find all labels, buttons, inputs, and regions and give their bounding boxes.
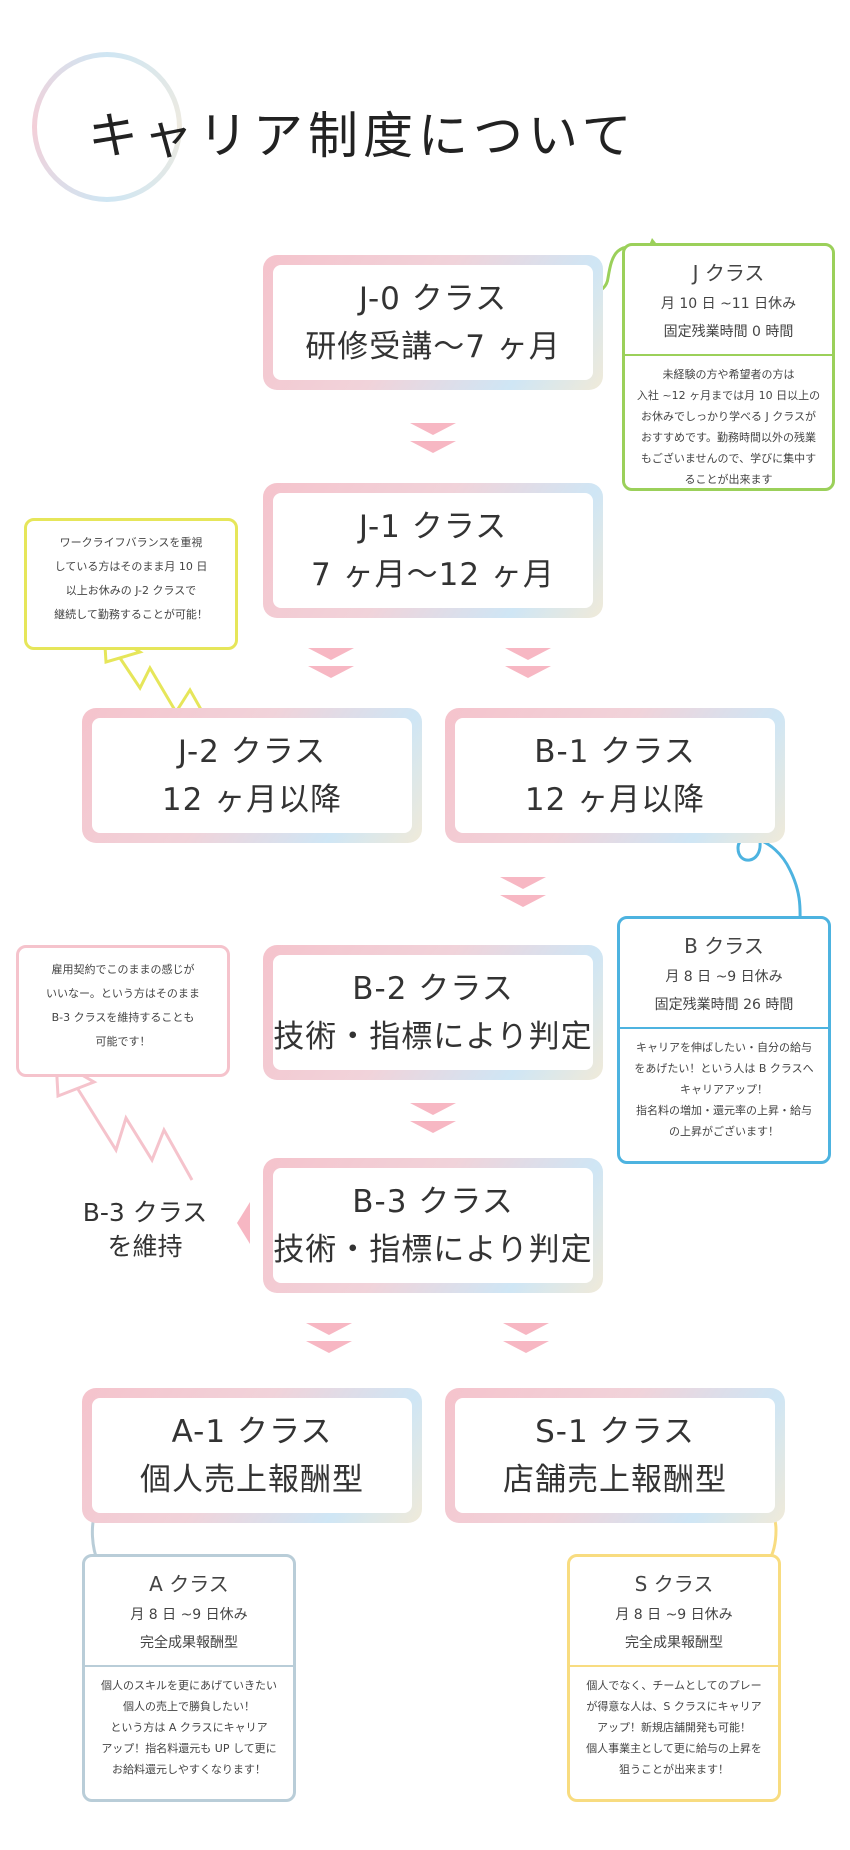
down-arrow-icon <box>306 1323 352 1353</box>
j-class-holidays: 月 10 日 ~11 日休み <box>660 296 797 312</box>
class-j2-period: 12 ヶ月以降 <box>161 781 343 818</box>
s-class-holidays: 月 8 日 ~9 日休み <box>615 1607 733 1623</box>
a-class-pay-type: 完全成果報酬型 <box>140 1635 238 1651</box>
s-class-title: S クラス <box>634 1572 714 1596</box>
b3-keep-label: B-3 クラス を維持 <box>82 1198 208 1261</box>
down-arrow-icon <box>500 877 546 907</box>
class-box-b3: B-3 クラス技術・指標により判定 <box>263 1158 603 1293</box>
class-b2-name: B-2 クラス <box>352 970 514 1007</box>
down-arrow-icon <box>505 648 551 678</box>
j-class-overtime: 固定残業時間 0 時間 <box>663 324 794 340</box>
down-arrow-icon <box>503 1323 549 1353</box>
class-b3-criteria: 技術・指標により判定 <box>273 1231 593 1268</box>
b-class-description: キャリアを伸ばしたい・自分の給与 をあげたい！という人は B クラスへ キャリア… <box>634 1041 814 1138</box>
class-s1-type: 店舗売上報酬型 <box>503 1461 727 1498</box>
detail-box-a-class: A クラス 月 8 日 ~9 日休み 完全成果報酬型 個人のスキルを更にあげてい… <box>82 1554 296 1802</box>
detail-box-j-class: J クラス 月 10 日 ~11 日休み 固定残業時間 0 時間 未経験の方や希… <box>622 243 835 491</box>
class-s1-name: S-1 クラス <box>535 1413 695 1450</box>
class-j2-name: J-2 クラス <box>177 733 327 770</box>
class-j0-period: 研修受講〜7 ヶ月 <box>305 328 561 365</box>
s-class-description: 個人でなく、チームとしてのプレー が得意な人は、S クラスにキャリア アップ！新… <box>586 1679 762 1776</box>
b3-keep-arrow-icon <box>237 1202 250 1244</box>
divider <box>85 1665 293 1667</box>
b-class-title: B クラス <box>684 934 764 958</box>
class-j0-name: J-0 クラス <box>358 280 508 317</box>
title-ring-decoration <box>32 52 182 202</box>
detail-box-b-class: B クラス 月 8 日 ~9 日休み 固定残業時間 26 時間 キャリアを伸ばし… <box>617 916 831 1164</box>
class-a1-type: 個人売上報酬型 <box>140 1461 364 1498</box>
b-class-holidays: 月 8 日 ~9 日休み <box>665 969 783 985</box>
class-box-a1: A-1 クラス個人売上報酬型 <box>82 1388 422 1523</box>
note-j2-option: ワークライフバランスを重視 している方はそのまま月 10 日 以上お休みの J-… <box>24 518 238 650</box>
down-arrow-icon <box>410 1103 456 1133</box>
s-class-pay-type: 完全成果報酬型 <box>625 1635 723 1651</box>
a-class-description: 個人のスキルを更にあげていきたい 個人の売上で勝負したい！ という方は A クラ… <box>101 1679 277 1776</box>
divider <box>625 354 832 356</box>
j-class-description: 未経験の方や希望者の方は 入社 ~12 ヶ月までは月 10 日以上の お休みでし… <box>636 368 821 486</box>
down-arrow-icon <box>308 648 354 678</box>
down-arrow-icon <box>410 423 456 453</box>
a-class-title: A クラス <box>149 1572 229 1596</box>
b3-note-zigzag <box>74 1085 194 1181</box>
class-a1-name: A-1 クラス <box>171 1413 333 1450</box>
divider <box>620 1027 828 1029</box>
class-box-j1: J-1 クラス 7 ヶ月〜12 ヶ月 <box>263 483 603 618</box>
class-b1-period: 12 ヶ月以降 <box>524 781 706 818</box>
class-box-b1: B-1 クラス 12 ヶ月以降 <box>445 708 785 843</box>
note-b3-option: 雇用契約でこのままの感じが いいなー。という方はそのまま B-3 クラスを維持す… <box>16 945 230 1077</box>
divider <box>570 1665 778 1667</box>
class-box-s1: S-1 クラス店舗売上報酬型 <box>445 1388 785 1523</box>
page-title: キャリア制度について <box>88 107 637 165</box>
class-box-b2: B-2 クラス技術・指標により判定 <box>263 945 603 1080</box>
j2-note-zigzag <box>118 657 218 737</box>
class-b3-name: B-3 クラス <box>352 1183 514 1220</box>
class-j1-name: J-1 クラス <box>358 508 508 545</box>
class-b2-criteria: 技術・指標により判定 <box>273 1018 593 1055</box>
a-class-holidays: 月 8 日 ~9 日休み <box>130 1607 248 1623</box>
class-j1-period: 7 ヶ月〜12 ヶ月 <box>311 556 555 593</box>
class-b1-name: B-1 クラス <box>534 733 696 770</box>
class-box-j0: J-0 クラス研修受講〜7 ヶ月 <box>263 255 603 390</box>
b-class-overtime: 固定残業時間 26 時間 <box>654 997 794 1013</box>
j-class-title: J クラス <box>692 261 765 285</box>
detail-box-s-class: S クラス 月 8 日 ~9 日休み 完全成果報酬型 個人でなく、チームとしての… <box>567 1554 781 1802</box>
class-box-j2: J-2 クラス 12 ヶ月以降 <box>82 708 422 843</box>
